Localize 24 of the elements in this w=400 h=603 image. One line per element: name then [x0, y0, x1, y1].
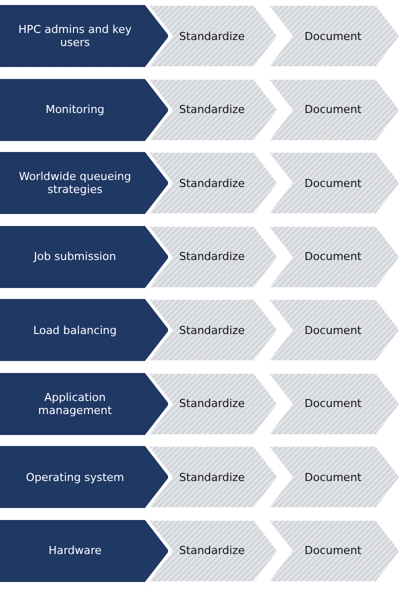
chevron-label: Document	[304, 250, 362, 263]
chevron-label: Document	[304, 324, 362, 336]
chevron-label: Standardize	[179, 30, 245, 42]
chevron-label: Hardware	[48, 544, 102, 557]
chevron-label: Document	[304, 176, 362, 190]
chevron-label: Document	[304, 103, 362, 116]
chevron-label: Operating system	[26, 470, 124, 484]
chevron-label: Document	[304, 30, 362, 42]
chevron-label: Standardize	[179, 176, 245, 190]
chevron-label: Standardize	[179, 397, 245, 410]
chevron-label: Job submission	[34, 250, 116, 263]
chevron-label: Worldwide queueing strategies	[18, 170, 132, 196]
chevron-label: Standardize	[179, 324, 245, 336]
chevron-label: Document	[304, 397, 362, 410]
chevron-label: Document	[304, 470, 362, 484]
chevron-label: Application management	[37, 390, 113, 416]
chevron-label: Standardize	[179, 250, 245, 263]
chevron-label: Standardize	[179, 470, 245, 484]
chevron-label: Standardize	[179, 544, 245, 557]
chevron-label: Document	[304, 544, 362, 557]
chevron-label: Monitoring	[46, 103, 104, 116]
chevron-label: Load balancing	[33, 324, 117, 336]
chevron-label: HPC admins and key users	[17, 23, 133, 49]
chevron-label: Standardize	[179, 103, 245, 116]
